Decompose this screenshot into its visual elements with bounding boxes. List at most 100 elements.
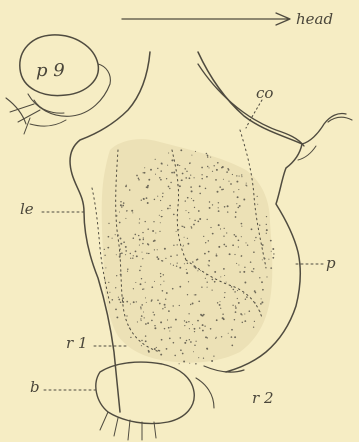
stipple-dot: [145, 335, 146, 336]
stipple-dot: [257, 196, 258, 197]
stipple-dot: [241, 176, 242, 177]
stipple-dot: [254, 321, 255, 322]
stipple-dot: [198, 300, 200, 302]
stipple-dot: [173, 172, 175, 174]
stipple-dot: [139, 239, 141, 241]
stipple-dot: [119, 256, 121, 258]
stipple-dot: [244, 282, 246, 284]
stipple-dot: [172, 288, 174, 290]
stipple-dot: [216, 255, 218, 257]
stipple-dot: [147, 322, 149, 324]
stipple-dot: [146, 186, 148, 188]
stipple-dot: [139, 218, 140, 219]
stipple-dot: [135, 282, 136, 283]
stipple-dot: [236, 263, 237, 264]
stipple-dot: [120, 204, 122, 206]
stipple-dot: [234, 336, 236, 338]
stipple-dot: [262, 259, 263, 260]
stipple-dot: [189, 339, 190, 340]
stipple-dot: [224, 275, 225, 276]
stipple-dot: [188, 321, 189, 322]
stipple-dot: [137, 321, 138, 322]
stipple-dot: [122, 301, 124, 303]
stipple-dot: [222, 166, 224, 168]
stipple-dot: [238, 264, 239, 265]
stipple-dot: [253, 268, 255, 270]
stipple-dot: [169, 330, 170, 331]
stipple-dot: [219, 304, 221, 306]
stipple-dot: [203, 314, 205, 316]
stipple-dot: [141, 320, 142, 321]
stipple-dot: [234, 234, 236, 236]
stipple-dot: [194, 220, 196, 222]
stipple-dot: [146, 302, 147, 303]
stipple-dot: [241, 314, 242, 315]
stipple-dot: [129, 327, 131, 329]
stipple-dot: [239, 205, 241, 207]
stipple-dot: [130, 337, 131, 338]
stipple-dot: [138, 178, 140, 180]
stipple-dot: [145, 282, 146, 283]
stipple-dot: [209, 201, 210, 202]
stipple-dot: [127, 269, 128, 270]
stipple-dot: [120, 243, 122, 245]
stipple-dot: [193, 177, 194, 178]
stipple-dot: [162, 196, 163, 197]
stipple-dot: [205, 188, 207, 190]
orientation-label: head: [296, 10, 333, 28]
stipple-dot: [123, 202, 125, 204]
stipple-dot: [199, 193, 201, 195]
stipple-dot: [185, 210, 186, 211]
stipple-dot: [115, 309, 117, 311]
stipple-dot: [195, 341, 196, 342]
stipple-dot: [197, 320, 199, 322]
stipple-dot: [261, 301, 263, 303]
stipple-dot: [238, 239, 240, 241]
stipple-dot: [141, 200, 142, 201]
stipple-dot: [176, 231, 177, 232]
stipple-dot: [238, 189, 239, 190]
stipple-dot: [239, 271, 241, 273]
stipple-dot: [239, 176, 240, 177]
stipple-dot: [154, 199, 156, 201]
stipple-dot: [249, 310, 251, 312]
stipple-dot: [238, 302, 240, 304]
stipple-dot: [195, 267, 197, 269]
stipple-dot: [173, 342, 175, 344]
stipple-dot: [156, 347, 157, 348]
stipple-dot: [200, 314, 202, 316]
stipple-dot: [187, 262, 189, 264]
stipple-dot: [187, 243, 189, 245]
stipple-dot: [178, 229, 179, 230]
stipple-dot: [177, 244, 178, 245]
stipple-dot: [130, 258, 131, 259]
stipple-dot: [182, 353, 184, 355]
stipple-dot: [147, 202, 149, 204]
stipple-dot: [157, 249, 158, 250]
stipple-dot: [207, 155, 209, 157]
stipple-dot: [176, 254, 177, 255]
stipple-dot: [229, 253, 231, 255]
stipple-dot: [242, 322, 243, 323]
stipple-dot: [220, 228, 221, 229]
stipple-dot: [154, 348, 156, 350]
stipple-dot: [142, 232, 143, 233]
stipple-dot: [213, 355, 214, 356]
stipple-dot: [221, 336, 222, 337]
stipple-dot: [185, 200, 186, 201]
stipple-dot: [162, 308, 163, 309]
stipple-dot: [231, 336, 233, 338]
stipple-dot: [262, 289, 264, 291]
stipple-dot: [235, 311, 237, 313]
stipple-dot: [155, 174, 156, 175]
stipple-dot: [170, 255, 172, 257]
stipple-dot: [230, 183, 232, 185]
stipple-dot: [210, 227, 211, 228]
stipple-dot: [190, 304, 191, 305]
stipple-dot: [159, 303, 161, 305]
stipple-dot: [129, 189, 131, 191]
stipple-dot: [184, 237, 185, 238]
stipple-dot: [163, 274, 164, 275]
inner-shaded-region: [102, 139, 273, 363]
stipple-dot: [246, 296, 248, 298]
